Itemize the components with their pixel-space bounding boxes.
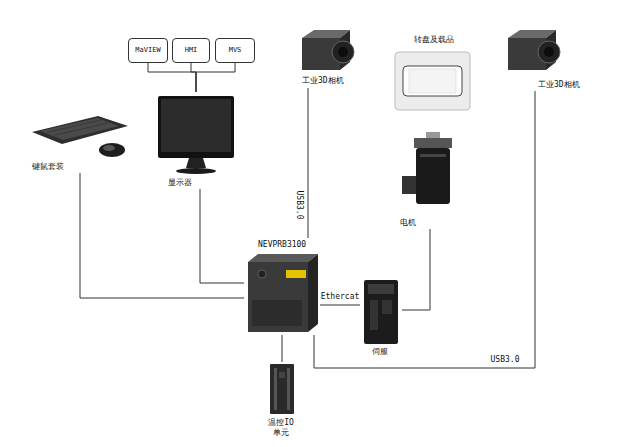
pc-picture xyxy=(248,254,318,332)
monitor-screen xyxy=(161,99,231,152)
servo-device: 伺服 xyxy=(360,276,402,358)
connector-line xyxy=(402,229,430,310)
connector-line xyxy=(196,63,235,92)
motor-device: 电机 xyxy=(396,130,462,229)
device-label: MVS xyxy=(229,46,242,54)
motor-flange xyxy=(414,138,452,148)
connector-label: USB3.0 xyxy=(490,355,521,365)
pc-brand-tag xyxy=(286,270,306,278)
monitor-frame xyxy=(158,96,234,158)
servo-port xyxy=(370,300,378,330)
mouse-highlight xyxy=(103,145,115,151)
keyboard-mouse-picture xyxy=(32,116,128,157)
camera-lens-glass xyxy=(544,47,554,57)
servo-body xyxy=(364,280,398,344)
device-label: 伺服 xyxy=(372,347,388,357)
camera-lens xyxy=(332,41,354,63)
connector-label: USB3.0 xyxy=(294,190,304,221)
connector-label: Ethercat xyxy=(320,292,361,302)
camera-picture xyxy=(508,30,560,70)
servo-picture xyxy=(364,280,398,344)
device-label: MaVIEW xyxy=(135,46,160,54)
key-row xyxy=(55,123,108,135)
device-label: 温控IO 单元 xyxy=(266,418,296,437)
pc-side xyxy=(308,254,318,332)
keyboard-keys xyxy=(40,118,119,140)
device-label: 工业3D相机 xyxy=(302,76,344,86)
monitor-stand xyxy=(186,158,206,168)
device-label: 转盘及载品 xyxy=(414,35,454,45)
connector-line xyxy=(80,173,244,298)
servo-port xyxy=(382,300,392,314)
camera-picture xyxy=(302,30,354,70)
connector-line xyxy=(282,335,283,362)
motor-connector xyxy=(402,176,416,194)
camera-device: 工业3D相机 xyxy=(298,28,358,88)
motor-picture xyxy=(402,132,452,204)
pc-front xyxy=(248,262,308,332)
turntable-device: 转盘及载品 xyxy=(392,34,474,112)
pc-panel xyxy=(252,300,302,326)
software-box: MVS xyxy=(215,38,255,63)
pc-top xyxy=(248,254,318,262)
io-unit-device: 温控IO 单元 xyxy=(264,362,298,440)
monitor-base xyxy=(176,168,216,174)
io-terminal xyxy=(287,368,290,410)
monitor-device: 显示器 xyxy=(156,92,236,189)
camera-lens-glass xyxy=(338,47,348,57)
turntable-picture xyxy=(395,52,470,110)
io-led xyxy=(279,372,285,378)
camera-lens xyxy=(538,41,560,63)
keyboard-body xyxy=(32,116,128,144)
connector-line xyxy=(148,63,196,92)
device-label: 显示器 xyxy=(168,178,192,188)
monitor-picture xyxy=(158,96,234,174)
motor-band xyxy=(420,154,446,157)
device-label: HMI xyxy=(185,46,198,54)
pc-fan xyxy=(258,270,266,278)
io-terminal xyxy=(274,368,277,410)
product-screen xyxy=(409,69,456,93)
device-label: 电机 xyxy=(400,218,416,228)
product-phone xyxy=(403,66,462,96)
camera-device: 工业3D相机 xyxy=(504,28,584,91)
io-body xyxy=(270,364,294,414)
mouse xyxy=(99,143,125,157)
connector-line xyxy=(200,189,244,283)
device-label: NEVPRB3100 xyxy=(258,240,306,250)
motor-body xyxy=(416,148,450,204)
connector-line xyxy=(191,63,196,92)
software-box: MaVIEW xyxy=(128,38,168,63)
motor-shaft xyxy=(426,132,440,138)
turntable-plate xyxy=(395,52,470,110)
device-label: 键鼠套装 xyxy=(32,162,64,172)
connector-line xyxy=(308,88,309,238)
connector-line xyxy=(320,305,360,306)
keyboard-device: 键鼠套装 xyxy=(28,110,130,173)
device-label: 工业3D相机 xyxy=(538,80,580,90)
servo-display xyxy=(368,284,394,294)
io-unit-picture xyxy=(270,364,294,414)
connector-line xyxy=(314,91,535,368)
pc-device: NEVPRB3100 xyxy=(244,238,320,335)
software-box: HMI xyxy=(172,38,210,63)
